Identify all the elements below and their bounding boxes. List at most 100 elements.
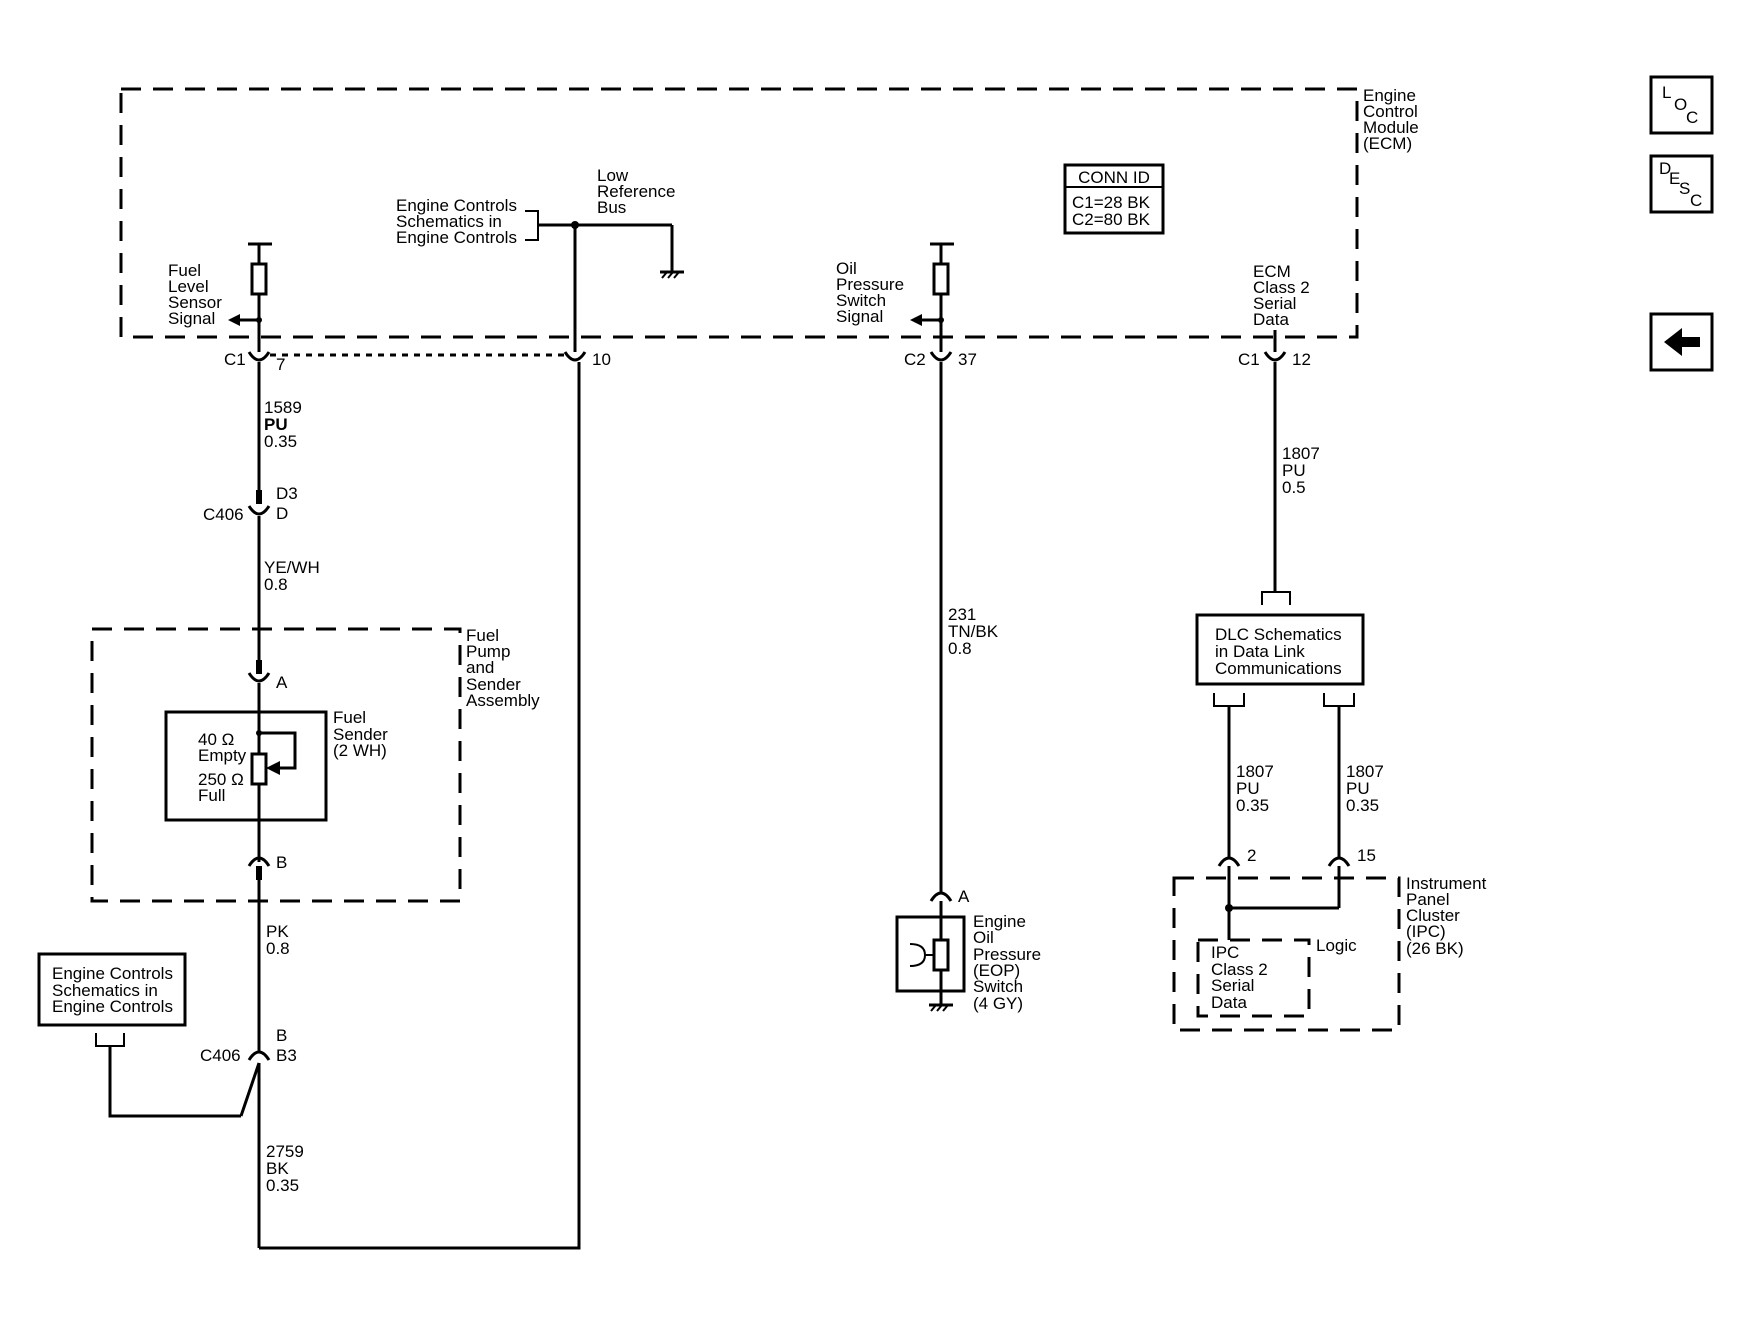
wire-2759-label: 2759 BK 0.35: [266, 1142, 304, 1195]
svg-text:Logic: Logic: [1316, 936, 1357, 955]
svg-text:Schematics in: Schematics in: [396, 212, 502, 231]
svg-text:2: 2: [1247, 846, 1256, 865]
svg-text:Schematics in: Schematics in: [52, 981, 158, 1000]
wire-1807-top-label: 1807 PU 0.5: [1282, 444, 1320, 497]
svg-text:1807: 1807: [1236, 762, 1274, 781]
svg-text:and: and: [466, 658, 494, 677]
svg-text:231: 231: [948, 605, 976, 624]
svg-text:12: 12: [1292, 350, 1311, 369]
svg-text:L: L: [1662, 83, 1671, 102]
svg-text:PK: PK: [266, 922, 289, 941]
connector-c1-10: 10: [563, 350, 611, 369]
wire-1589-label: 1589 PU 0.35: [264, 398, 302, 451]
svg-text:PU: PU: [264, 415, 288, 434]
svg-text:Fuel: Fuel: [168, 261, 201, 280]
svg-text:0.8: 0.8: [266, 939, 290, 958]
svg-text:Engine Controls: Engine Controls: [396, 228, 517, 247]
svg-text:S: S: [1679, 179, 1690, 198]
svg-text:BK: BK: [266, 1159, 289, 1178]
svg-text:Sender: Sender: [333, 725, 388, 744]
desc-button[interactable]: D E S C: [1649, 154, 1714, 214]
low-reference-bus: Engine Controls Schematics in Engine Con…: [396, 166, 684, 352]
svg-text:0.35: 0.35: [1346, 796, 1379, 815]
svg-text:250 Ω: 250 Ω: [198, 770, 244, 789]
ecm-module: Engine Control Module (ECM) CONN ID C1=2…: [119, 86, 1419, 352]
connector-c2-37: C2 37: [904, 350, 977, 369]
svg-text:Engine: Engine: [1363, 86, 1416, 105]
svg-text:B: B: [276, 1026, 287, 1045]
svg-text:D: D: [1659, 159, 1671, 178]
svg-text:DLC Schematics: DLC Schematics: [1215, 625, 1342, 644]
svg-text:15: 15: [1357, 846, 1376, 865]
svg-text:A: A: [276, 673, 288, 692]
conn-id-box: CONN ID C1=28 BK C2=80 BK: [1063, 163, 1165, 235]
svg-text:C406: C406: [203, 505, 244, 524]
svg-text:ECM: ECM: [1253, 262, 1291, 281]
eop-switch: Engine Oil Pressure (EOP) Switch (4 GY): [895, 901, 1041, 1013]
svg-text:C2: C2: [904, 350, 926, 369]
svg-text:Panel: Panel: [1406, 890, 1449, 909]
svg-text:(2 WH): (2 WH): [333, 741, 387, 760]
instrument-panel-cluster: Instrument Panel Cluster (IPC) (26 BK) L…: [1172, 866, 1487, 1032]
pullup-resistor: [250, 262, 268, 296]
svg-text:C1: C1: [1238, 350, 1260, 369]
svg-text:Low: Low: [597, 166, 629, 185]
svg-text:(26 BK): (26 BK): [1406, 939, 1464, 958]
loc-button[interactable]: L O C: [1649, 75, 1714, 135]
svg-text:Switch: Switch: [973, 977, 1023, 996]
svg-text:Instrument: Instrument: [1406, 874, 1487, 893]
svg-text:1589: 1589: [264, 398, 302, 417]
svg-text:0.35: 0.35: [264, 432, 297, 451]
ipc-logic-block: [1196, 938, 1311, 1018]
svg-text:Engine Controls: Engine Controls: [396, 196, 517, 215]
svg-text:O: O: [1674, 95, 1687, 114]
svg-text:Engine Controls: Engine Controls: [52, 964, 173, 983]
svg-text:Assembly: Assembly: [466, 691, 540, 710]
svg-text:1807: 1807: [1346, 762, 1384, 781]
svg-text:C: C: [1690, 191, 1702, 210]
fuel-level-sensor-circuit: Fuel Level Sensor Signal: [168, 242, 272, 352]
svg-text:0.8: 0.8: [264, 575, 288, 594]
svg-text:37: 37: [958, 350, 977, 369]
back-button[interactable]: [1649, 312, 1714, 372]
svg-text:Module: Module: [1363, 118, 1419, 137]
variable-resistor: [250, 752, 268, 786]
signal-arrow-icon: [228, 314, 240, 326]
class2-data-circuit: 1807 PU 0.5 DLC Schematics in Data Link …: [1195, 362, 1384, 867]
svg-text:PU: PU: [1282, 461, 1306, 480]
svg-text:0.35: 0.35: [266, 1176, 299, 1195]
ground-icon: [929, 1003, 953, 1012]
svg-text:(4 GY): (4 GY): [973, 994, 1023, 1013]
svg-text:Cluster: Cluster: [1406, 906, 1460, 925]
wiper-arrow-icon: [266, 761, 280, 775]
oil-pressure-signal-circuit: Oil Pressure Switch Signal: [836, 242, 954, 352]
svg-text:(EOP): (EOP): [973, 961, 1020, 980]
svg-text:YE/WH: YE/WH: [264, 558, 320, 577]
ground-icon: [660, 270, 684, 279]
svg-text:Fuel: Fuel: [333, 708, 366, 727]
svg-text:(ECM): (ECM): [1363, 134, 1412, 153]
svg-text:Oil: Oil: [836, 259, 857, 278]
svg-text:E: E: [1669, 169, 1680, 188]
svg-text:Sensor: Sensor: [168, 293, 222, 312]
wire-1807-right-label: 1807 PU 0.35: [1346, 762, 1384, 815]
signal-arrow-icon: [910, 314, 922, 326]
left-arrow-icon: [1664, 328, 1700, 356]
svg-text:C2=80 BK: C2=80 BK: [1072, 210, 1151, 229]
svg-text:Reference: Reference: [597, 182, 675, 201]
svg-text:B: B: [276, 853, 287, 872]
svg-text:Engine Controls: Engine Controls: [52, 997, 173, 1016]
svg-text:Sender: Sender: [466, 675, 521, 694]
svg-text:7: 7: [276, 355, 285, 374]
wire-pk-label: PK 0.8: [266, 922, 290, 958]
svg-text:Oil: Oil: [973, 928, 994, 947]
dlc-box: DLC Schematics in Data Link Communicatio…: [1195, 613, 1365, 686]
svg-text:(IPC): (IPC): [1406, 922, 1446, 941]
svg-text:A: A: [958, 887, 970, 906]
svg-text:1807: 1807: [1282, 444, 1320, 463]
svg-text:Class 2: Class 2: [1253, 278, 1310, 297]
svg-text:Bus: Bus: [597, 198, 626, 217]
svg-text:Pressure: Pressure: [836, 275, 904, 294]
svg-text:0.35: 0.35: [1236, 796, 1269, 815]
svg-text:0.8: 0.8: [948, 639, 972, 658]
